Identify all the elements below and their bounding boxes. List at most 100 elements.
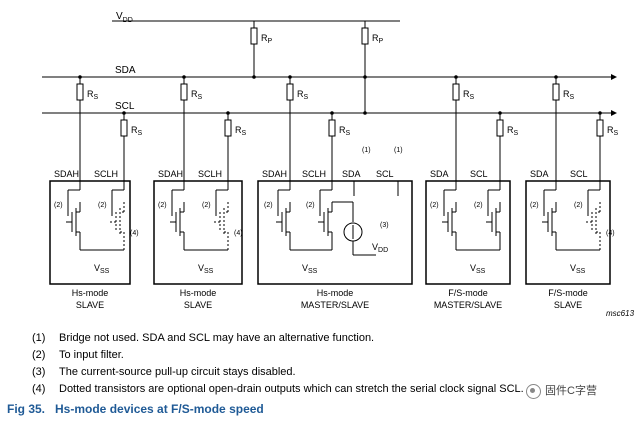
series-resistor: RS xyxy=(76,77,99,160)
resistor-label: RS xyxy=(131,125,143,137)
series-resistor: RS xyxy=(120,113,143,160)
device-box xyxy=(49,180,131,285)
device-name: Hs-mode xyxy=(317,288,354,298)
series-resistor: RS xyxy=(328,113,351,160)
device-name: F/S-mode xyxy=(548,288,588,298)
series-resistor: RS xyxy=(596,113,619,160)
resistor-body xyxy=(120,119,128,137)
caption-text: Hs-mode devices at F/S-mode speed xyxy=(55,402,264,416)
device-name: F/S-mode xyxy=(448,288,488,298)
pin-label-left: SDAH xyxy=(262,169,287,179)
device-box xyxy=(153,180,243,285)
resistor-label: RP xyxy=(261,33,273,45)
footnote-number: (2) xyxy=(32,349,46,361)
resistor-label: RS xyxy=(463,89,475,101)
series-resistor: RS xyxy=(286,77,309,160)
pin-label-right: SCLH xyxy=(198,169,222,179)
resistor-body xyxy=(224,119,232,137)
note2-mark: (2) xyxy=(158,202,167,209)
device-name: Hs-mode xyxy=(72,288,109,298)
footnote-text: Bridge not used. SDA and SCL may have an… xyxy=(59,332,375,344)
note4-mark: (4) xyxy=(130,230,139,237)
pin-label-right: SCL xyxy=(570,169,588,179)
junction-dot xyxy=(122,111,126,115)
note2-mark: (2) xyxy=(474,202,483,209)
scl-bus-label: SCL xyxy=(115,101,135,112)
note2-mark: (2) xyxy=(530,202,539,209)
note2-mark: (2) xyxy=(306,202,315,209)
note4-mark: (4) xyxy=(606,230,615,237)
note3-mark: (3) xyxy=(380,222,389,229)
junction-dot xyxy=(288,75,292,79)
junction-dot xyxy=(226,111,230,115)
device-role: SLAVE xyxy=(554,300,582,310)
pin-label-scl: SCL xyxy=(376,169,394,179)
device-role: SLAVE xyxy=(76,300,104,310)
resistor-label: RS xyxy=(339,125,351,137)
note4-mark: (4) xyxy=(234,230,243,237)
junction-dot xyxy=(598,111,602,115)
resistor-body xyxy=(596,119,604,137)
resistor-body xyxy=(180,83,188,101)
series-resistor: RS xyxy=(224,113,247,160)
footnote-text: To input filter. xyxy=(59,349,124,361)
vss-label: VSS xyxy=(302,263,318,275)
pin-label-sda: SDA xyxy=(342,169,361,179)
device-role: MASTER/SLAVE xyxy=(434,300,502,310)
footnote-1: (1) Bridge not used. SDA and SCL may hav… xyxy=(32,330,592,347)
i2c-bus-diagram: VDD SDA SCL RP RP RS RS SDAH SCLH (2) (2) (4) VS… xyxy=(42,11,635,318)
note2-mark: (2) xyxy=(98,202,107,209)
resistor-label: RP xyxy=(372,33,384,45)
pin-label-right: SCLH xyxy=(94,169,118,179)
pin-label-left: SDAH xyxy=(54,169,79,179)
watermark: 固件C字营 xyxy=(526,382,597,399)
junction-dot xyxy=(330,111,334,115)
device-role: MASTER/SLAVE xyxy=(301,300,369,310)
resistor-body xyxy=(328,119,336,137)
series-resistor: RS xyxy=(180,77,203,160)
sda-bus-label: SDA xyxy=(115,65,136,76)
resistor-body xyxy=(250,27,258,45)
vdd-label: VDD xyxy=(116,11,133,24)
resistor-body xyxy=(496,119,504,137)
pin-label-left: SDAH xyxy=(158,169,183,179)
footnote-number: (3) xyxy=(32,366,46,378)
pin-label-left: SDA xyxy=(530,169,549,179)
resistor-label: RS xyxy=(87,89,99,101)
junction-dot xyxy=(252,75,256,79)
device-role: SLAVE xyxy=(184,300,212,310)
watermark-text: 固件C字营 xyxy=(545,385,597,397)
vss-label: VSS xyxy=(570,263,586,275)
vss-label: VSS xyxy=(198,263,214,275)
series-resistor: RS xyxy=(452,77,475,160)
junction-dot xyxy=(182,75,186,79)
note2-mark: (2) xyxy=(574,202,583,209)
note2-mark: (2) xyxy=(54,202,63,209)
device-name: Hs-mode xyxy=(180,288,217,298)
series-resistor: RS xyxy=(496,113,519,160)
footnotes: (1) Bridge not used. SDA and SCL may hav… xyxy=(32,330,592,398)
caption-number: Fig 35. xyxy=(7,402,46,416)
footnote-4: (4) Dotted transistors are optional open… xyxy=(32,381,592,398)
vss-label: VSS xyxy=(470,263,486,275)
resistor-body xyxy=(361,27,369,45)
vdd-source-label: VDD xyxy=(372,242,388,254)
junction-dot xyxy=(78,75,82,79)
pullup-resistor: RP xyxy=(250,21,273,77)
junction-dot xyxy=(554,75,558,79)
vss-label: VSS xyxy=(94,263,110,275)
resistor-body xyxy=(552,83,560,101)
footnote-3: (3) The current-source pull-up circuit s… xyxy=(32,364,592,381)
resistor-body xyxy=(76,83,84,101)
junction-dot xyxy=(498,111,502,115)
footnote-2: (2) To input filter. xyxy=(32,347,592,364)
footnote-number: (4) xyxy=(32,383,46,395)
device-box xyxy=(257,180,413,285)
resistor-label: RS xyxy=(563,89,575,101)
footnote-number: (1) xyxy=(32,332,46,344)
